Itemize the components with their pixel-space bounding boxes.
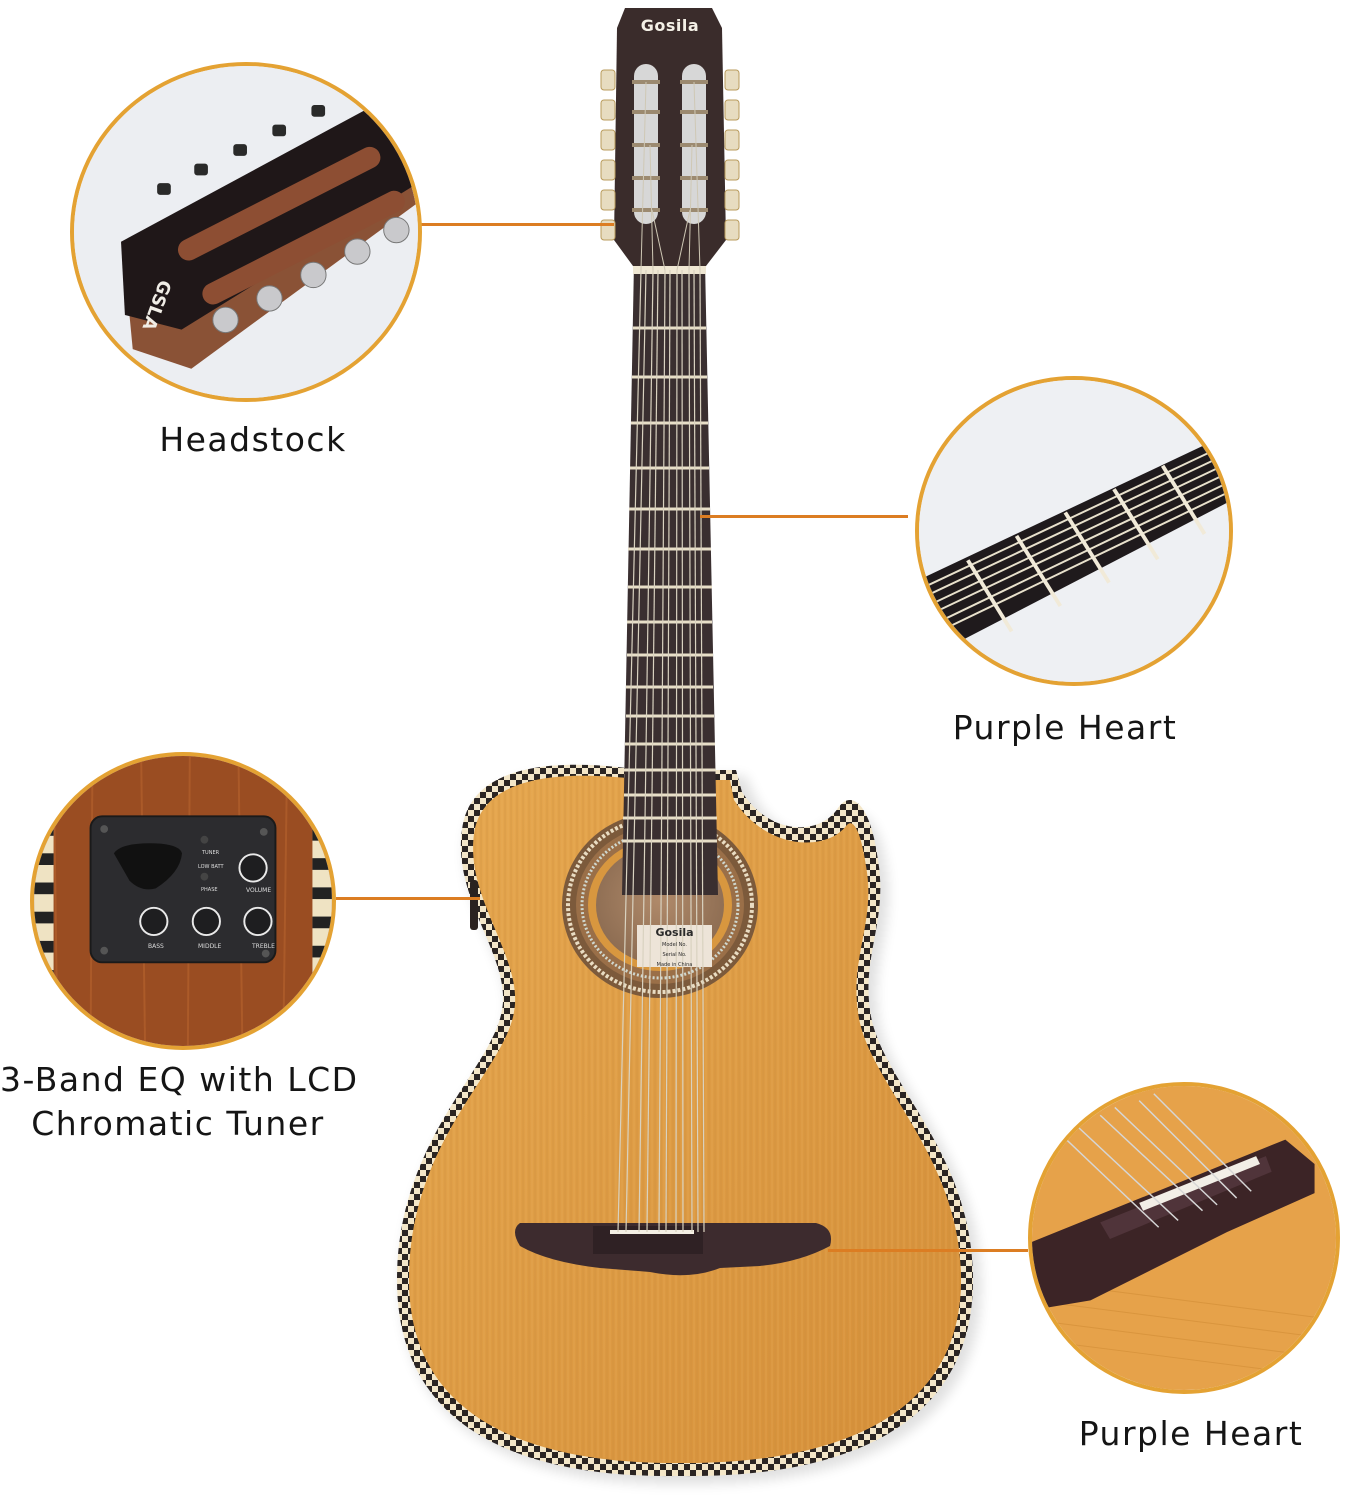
bridge-callout-line — [828, 1249, 1028, 1252]
headstock-callout-line — [418, 223, 614, 226]
eq-tuner-label: TUNER — [202, 850, 220, 856]
eq-treble-label: TREBLE — [252, 943, 275, 950]
eq-detail-circle: TUNER LOW BATT VOLUME PHASE BASS MIDDLE … — [30, 752, 336, 1050]
side-eq-edge — [470, 880, 478, 930]
eq-phase-label: PHASE — [201, 887, 218, 893]
fretboard-caption: Purple Heart — [952, 708, 1178, 747]
headstock-detail-image: GSLA — [74, 66, 418, 398]
eq-middle-label: MIDDLE — [198, 943, 222, 950]
headstock-detail-circle: GSLA — [70, 62, 422, 402]
fretboard-callout-line — [700, 515, 908, 518]
eq-caption: 3-Band EQ with LCD Chromatic Tuner — [0, 1058, 359, 1146]
eq-volume-label: VOLUME — [246, 887, 272, 894]
eq-low-batt-label: LOW BATT — [198, 864, 224, 870]
eq-caption-line2: Chromatic Tuner — [31, 1104, 325, 1143]
headstock-logo: Gosila — [640, 16, 700, 35]
label-brand: Gosila — [655, 926, 694, 939]
fretboard-detail-image — [919, 380, 1229, 682]
headstock-caption: Headstock — [159, 420, 347, 459]
bridge-detail-image — [1032, 1086, 1336, 1390]
eq-bass-label: BASS — [148, 943, 164, 950]
label-model-no: Model No. — [662, 942, 687, 948]
soundhole-label — [637, 925, 712, 967]
eq-detail-image — [34, 756, 332, 1046]
bridge-detail-circle — [1028, 1082, 1340, 1394]
fretboard-detail-circle — [915, 376, 1233, 686]
eq-caption-line1: 3-Band EQ with LCD — [0, 1060, 359, 1099]
label-origin: Made in China — [656, 962, 693, 968]
label-serial-no: Serial No. — [662, 952, 687, 958]
bridge-caption: Purple Heart — [1078, 1414, 1304, 1453]
headstock — [614, 8, 726, 266]
soundhole-label-text: Gosila Model No. Serial No. Made in Chin… — [637, 926, 712, 970]
saddle — [610, 1230, 694, 1234]
tuning-pegs — [600, 69, 740, 241]
eq-callout-line — [336, 897, 480, 900]
strings — [617, 269, 705, 1233]
